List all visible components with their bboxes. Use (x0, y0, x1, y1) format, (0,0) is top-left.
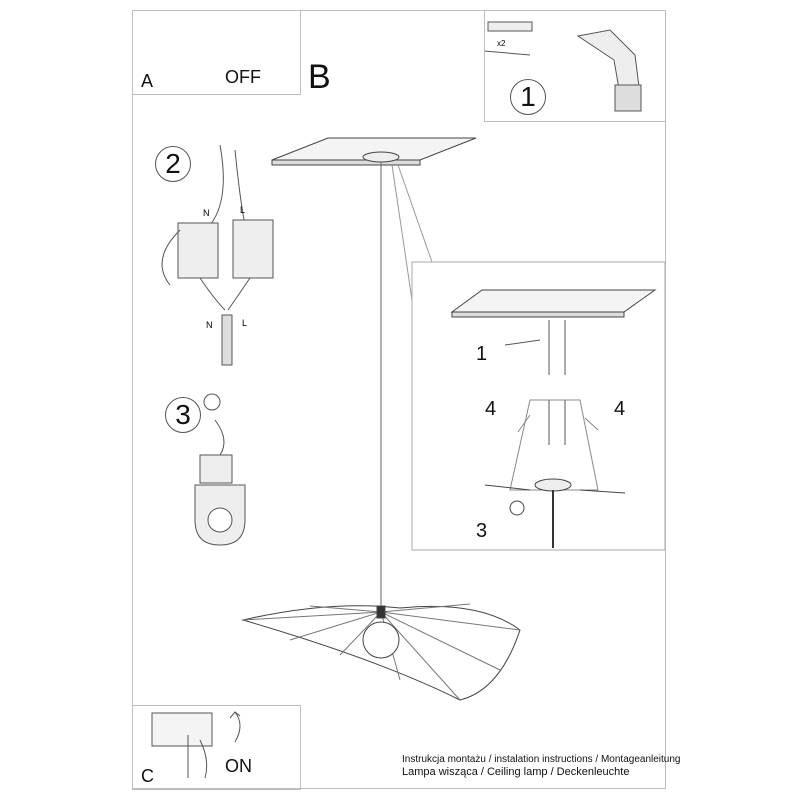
ground-terminal (194, 393, 246, 546)
live-label: L (240, 205, 246, 215)
neutral-label: N (203, 208, 210, 218)
step-number: 1 (510, 79, 546, 115)
callout-1: 1 (476, 343, 488, 365)
step-number: 2 (155, 146, 191, 182)
panel-label: A (141, 71, 154, 91)
on-label: ON (225, 756, 252, 776)
caption-line-1: Instrukcja montażu / instalation instruc… (402, 754, 681, 765)
quantity-label: x2 (497, 39, 506, 48)
callout-4-left: 4 (485, 398, 497, 420)
power-off-panel: A OFF (132, 10, 301, 95)
ceiling-plate (271, 137, 477, 166)
step-number: 3 (165, 397, 201, 433)
caption: Instrukcja montażu / instalation instruc… (402, 754, 681, 778)
live-label: L (242, 318, 248, 328)
off-label: OFF (225, 67, 261, 87)
callout-3: 3 (476, 520, 488, 542)
wiring-diagram (161, 144, 274, 366)
caption-line-2: Lampa wisząca / Ceiling lamp / Deckenleu… (402, 766, 630, 778)
neutral-label: N (206, 320, 213, 330)
panel-label: C (141, 766, 154, 786)
callout-4-right: 4 (614, 398, 626, 420)
tools-drawing (483, 21, 642, 112)
tools-panel: x2 1 (484, 10, 666, 122)
breaker-drawing (151, 21, 243, 779)
detail-plate (450, 289, 657, 318)
power-on-panel: C ON (132, 705, 301, 790)
lamp-shade (241, 603, 521, 701)
section-label: B (308, 58, 331, 96)
